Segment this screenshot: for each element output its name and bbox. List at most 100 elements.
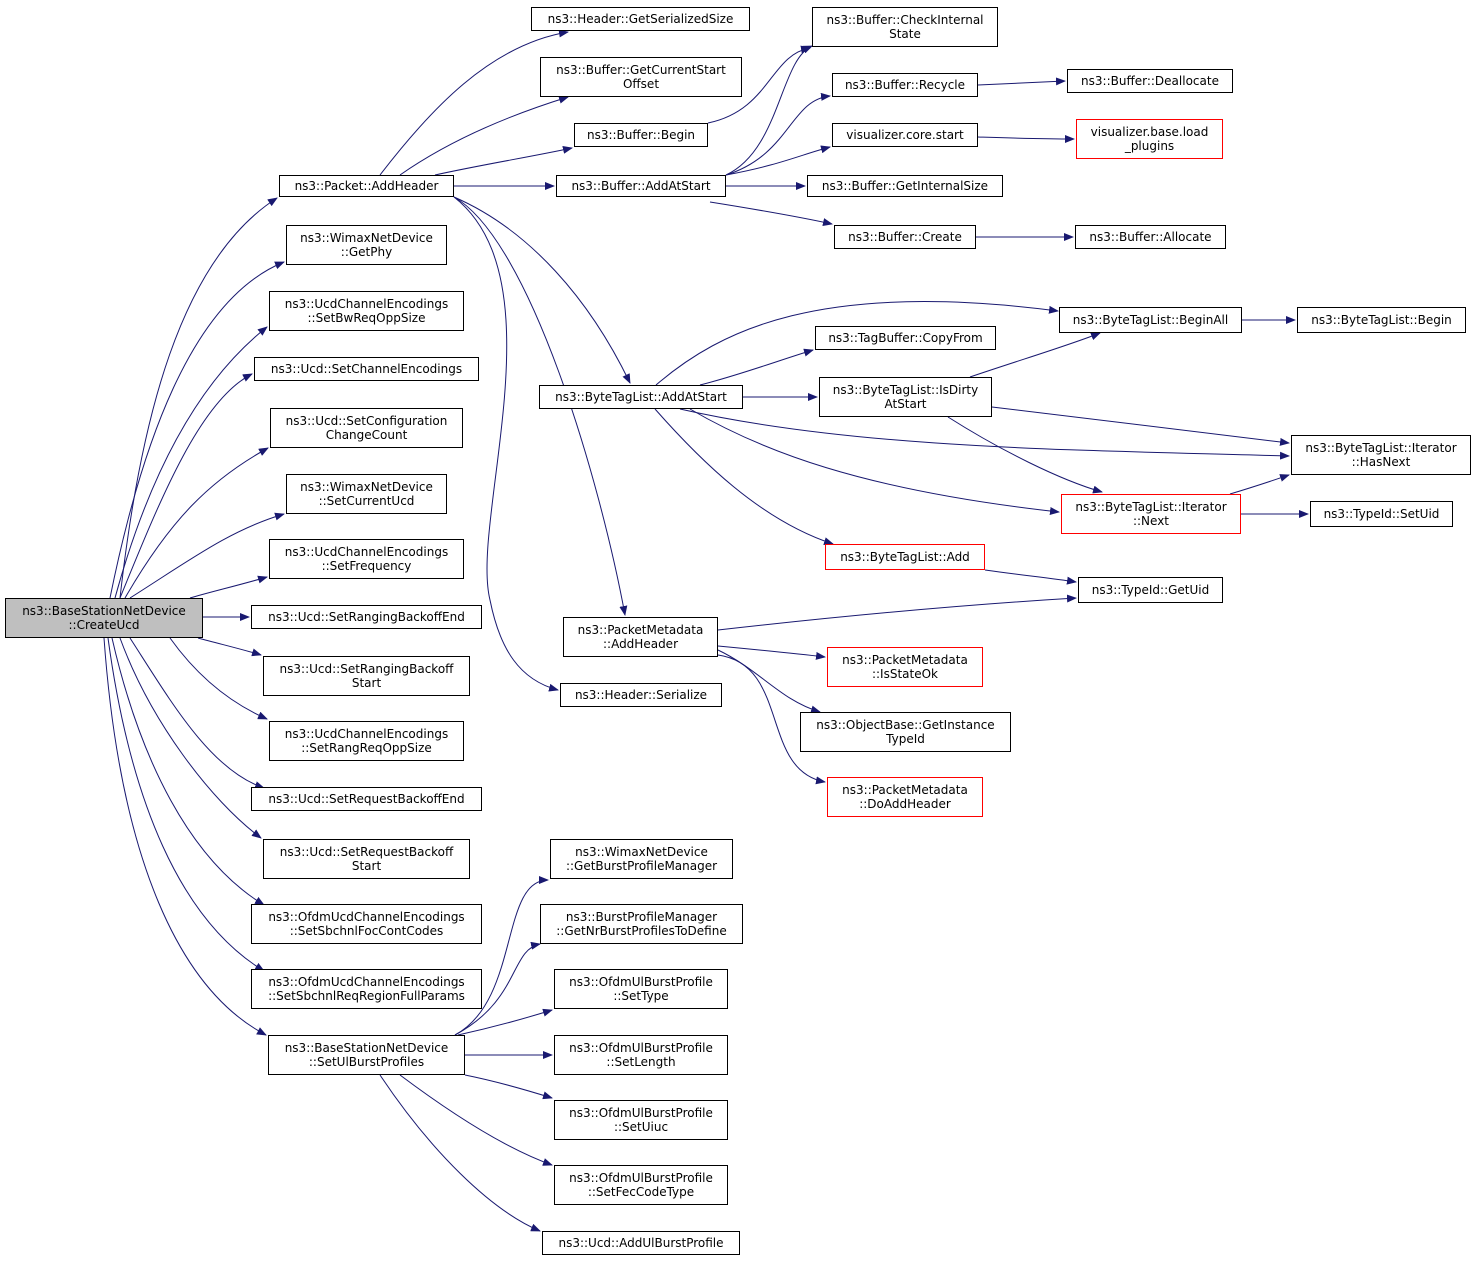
node-label-line1: ns3::ByteTagList::Begin	[1311, 313, 1452, 327]
call-edge	[717, 645, 826, 660]
node-label-line2: ChangeCount	[325, 428, 408, 442]
node-ul-setuiuc[interactable]: ns3::OfdmUlBurstProfile::SetUiuc	[554, 1100, 728, 1140]
node-label-line1: ns3::Buffer::Create	[848, 230, 962, 244]
node-label-line2: ::GetBurstProfileManager	[565, 859, 718, 873]
call-edge	[114, 326, 268, 599]
node-buffer-recycle[interactable]: ns3::Buffer::Recycle	[832, 73, 978, 97]
node-label-line1: ns3::TagBuffer::CopyFrom	[828, 331, 983, 345]
node-label-line2: ::HasNext	[1351, 455, 1411, 469]
node-label-line2: ::SetType	[613, 989, 669, 1003]
node-label-line2: ::SetUlBurstProfiles	[308, 1055, 425, 1069]
call-edge	[434, 145, 573, 176]
node-getnrburst[interactable]: ns3::BurstProfileManager::GetNrBurstProf…	[540, 904, 743, 944]
call-edge	[454, 941, 541, 1036]
call-edge	[189, 575, 268, 599]
call-edge	[129, 637, 265, 789]
node-header-getsize[interactable]: ns3::Header::GetSerializedSize	[531, 7, 750, 31]
node-setrequestend[interactable]: ns3::Ucd::SetRequestBackoffEnd	[251, 787, 482, 811]
call-edge	[725, 92, 831, 176]
node-label-line2: ::SetSbchnlFocContCodes	[289, 924, 444, 938]
node-setulburst[interactable]: ns3::BaseStationNetDevice::SetUlBurstPro…	[268, 1035, 465, 1075]
node-label-line1: ns3::Buffer::GetCurrentStart	[556, 63, 726, 77]
node-iterator-next[interactable]: ns3::ByteTagList::Iterator::Next	[1061, 494, 1241, 534]
node-bytetag-beginall[interactable]: ns3::ByteTagList::BeginAll	[1059, 307, 1242, 333]
node-ul-setlength[interactable]: ns3::OfdmUlBurstProfile::SetLength	[554, 1035, 728, 1075]
node-label-line1: ns3::Buffer::Begin	[586, 128, 696, 142]
node-pm-doaddheader[interactable]: ns3::PacketMetadata::DoAddHeader	[827, 777, 983, 817]
node-typeid-setuid[interactable]: ns3::TypeId::SetUid	[1310, 501, 1453, 527]
node-label-line1: ns3::UcdChannelEncodings	[284, 727, 449, 741]
node-ucd-addul[interactable]: ns3::Ucd::AddUlBurstProfile	[542, 1231, 740, 1255]
call-edge	[717, 594, 1077, 631]
node-label-line1: ns3::PacketMetadata	[577, 623, 704, 637]
node-setfrequency[interactable]: ns3::UcdChannelEncodings::SetFrequency	[269, 539, 464, 579]
node-label-line1: ns3::ByteTagList::Iterator	[1305, 441, 1457, 455]
node-ul-settype[interactable]: ns3::OfdmUlBurstProfile::SetType	[554, 969, 728, 1009]
node-buffer-allocate[interactable]: ns3::Buffer::Allocate	[1075, 225, 1226, 249]
node-setrangingend[interactable]: ns3::Ucd::SetRangingBackoffEnd	[251, 605, 482, 629]
node-buffer-begin[interactable]: ns3::Buffer::Begin	[574, 123, 708, 147]
node-label-line2: ::IsStateOk	[871, 667, 939, 681]
call-edge	[969, 332, 1101, 378]
node-setchannelenc[interactable]: ns3::Ucd::SetChannelEncodings	[254, 357, 479, 381]
node-bytetag-addatstart[interactable]: ns3::ByteTagList::AddAtStart	[539, 385, 743, 409]
node-label-line2: ::SetFecCodeType	[587, 1185, 695, 1199]
node-setcurrentucd[interactable]: ns3::WimaxNetDevice::SetCurrentUcd	[286, 474, 447, 514]
node-label-line2: Start	[351, 676, 382, 690]
call-edge	[379, 1074, 541, 1232]
node-label-line1: ns3::ByteTagList::Add	[840, 550, 970, 564]
call-edge	[399, 95, 569, 176]
node-bytetag-add[interactable]: ns3::ByteTagList::Add	[825, 544, 985, 570]
call-edge	[689, 408, 1060, 515]
node-iterator-hasnext[interactable]: ns3::ByteTagList::Iterator::HasNext	[1291, 435, 1471, 475]
node-vis-core-start[interactable]: visualizer.core.start	[832, 123, 978, 147]
node-label-line1: ns3::WimaxNetDevice	[300, 231, 433, 245]
node-packet-addheader[interactable]: ns3::Packet::AddHeader	[279, 175, 454, 197]
node-header-serialize[interactable]: ns3::Header::Serialize	[560, 683, 722, 707]
node-packetmeta-addheader[interactable]: ns3::PacketMetadata::AddHeader	[563, 617, 718, 657]
node-label-line1: ns3::PacketMetadata	[842, 783, 968, 797]
call-edge	[464, 1074, 553, 1100]
node-tagbuffer-copyfrom[interactable]: ns3::TagBuffer::CopyFrom	[815, 326, 996, 350]
node-buffer-getinternal[interactable]: ns3::Buffer::GetInternalSize	[807, 175, 1003, 197]
node-label-line1: ns3::Ucd::AddUlBurstProfile	[558, 1236, 724, 1250]
node-vis-load-plugins[interactable]: visualizer.base.load_plugins	[1076, 119, 1223, 159]
node-sbchnlfoc[interactable]: ns3::OfdmUcdChannelEncodings::SetSbchnlF…	[251, 904, 482, 944]
node-typeid-getuid[interactable]: ns3::TypeId::GetUid	[1078, 577, 1223, 603]
node-setrangreq[interactable]: ns3::UcdChannelEncodings::SetRangReqOppS…	[269, 721, 464, 761]
call-edge	[109, 261, 285, 599]
call-edge	[654, 408, 834, 545]
call-edge	[454, 876, 549, 1036]
node-setbwreq[interactable]: ns3::UcdChannelEncodings::SetBwReqOppSiz…	[269, 291, 464, 331]
node-bytetag-begin[interactable]: ns3::ByteTagList::Begin	[1297, 307, 1466, 333]
node-sbchnlreq[interactable]: ns3::OfdmUcdChannelEncodings::SetSbchnlR…	[251, 969, 482, 1009]
node-buffer-dealloc[interactable]: ns3::Buffer::Deallocate	[1067, 69, 1233, 93]
node-label-line1: ns3::UcdChannelEncodings	[284, 545, 449, 559]
node-label-line2: ::DoAddHeader	[859, 797, 951, 811]
node-label-line2: _plugins	[1124, 139, 1175, 153]
call-edge	[717, 654, 826, 785]
node-buffer-create[interactable]: ns3::Buffer::Create	[834, 225, 976, 249]
call-edge	[103, 637, 267, 1036]
node-label-line2: AtStart	[884, 397, 927, 411]
node-label-line2: ::SetLength	[606, 1055, 676, 1069]
node-getburstmgr[interactable]: ns3::WimaxNetDevice::GetBurstProfileMana…	[550, 839, 733, 879]
node-pm-isstateok[interactable]: ns3::PacketMetadata::IsStateOk	[827, 647, 983, 687]
node-buffer-addatstart[interactable]: ns3::Buffer::AddAtStart	[556, 175, 726, 197]
call-edge	[991, 406, 1290, 446]
node-label-line2: ::SetCurrentUcd	[318, 494, 415, 508]
node-getphy[interactable]: ns3::WimaxNetDevice::GetPhy	[286, 225, 447, 265]
node-label-line1: ns3::OfdmUlBurstProfile	[569, 1041, 713, 1055]
node-label-line1: ns3::WimaxNetDevice	[575, 845, 708, 859]
node-label-line1: ns3::Ucd::SetRequestBackoffEnd	[268, 792, 465, 806]
node-label-line1: ns3::Ucd::SetRangingBackoff	[279, 662, 454, 676]
node-ul-setfec[interactable]: ns3::OfdmUlBurstProfile::SetFecCodeType	[554, 1165, 728, 1205]
